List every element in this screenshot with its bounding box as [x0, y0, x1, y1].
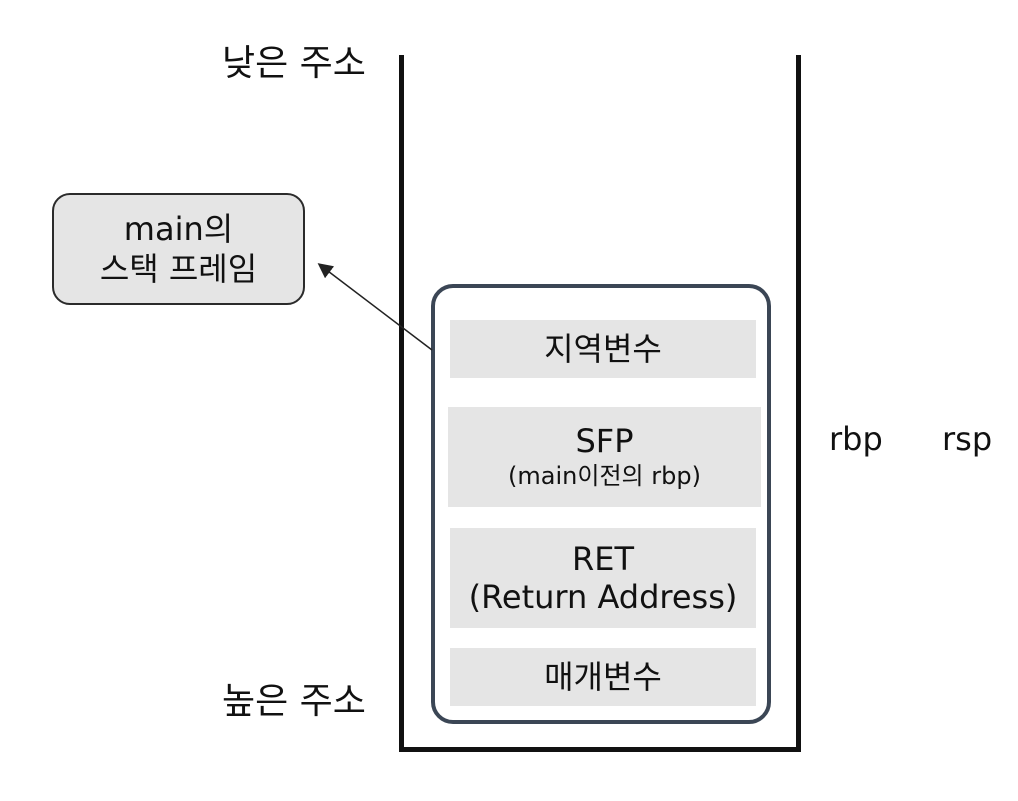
high-address-label: 높은 주소: [222, 681, 366, 722]
locals-label: 지역변수: [544, 330, 662, 368]
callout-arrow-line: [317, 263, 433, 351]
register-rbp: rbp: [829, 420, 883, 458]
ret-title: RET: [572, 539, 634, 578]
stack-slot-locals: 지역변수: [450, 320, 756, 378]
stack-wall-right: [796, 55, 801, 752]
main-stack-frame: [431, 284, 771, 724]
stack-slot-ret: RET (Return Address): [450, 528, 756, 628]
stack-wall-left: [399, 55, 404, 752]
register-rsp: rsp: [942, 420, 993, 458]
ret-subtitle: (Return Address): [468, 578, 738, 616]
callout-line-2: 스택 프레임: [99, 250, 258, 288]
params-label: 매개변수: [544, 658, 662, 696]
low-address-label: 낮은 주소: [222, 43, 366, 84]
stack-slot-params: 매개변수: [450, 648, 756, 706]
stack-wall-bottom: [399, 747, 801, 752]
sfp-subtitle: (main이전의 rbp): [508, 462, 701, 491]
sfp-title: SFP: [575, 422, 634, 461]
main-frame-callout: main의 스택 프레임: [52, 193, 305, 305]
stack-slot-sfp: SFP (main이전의 rbp): [448, 407, 761, 507]
callout-line-1: main의: [123, 210, 234, 248]
